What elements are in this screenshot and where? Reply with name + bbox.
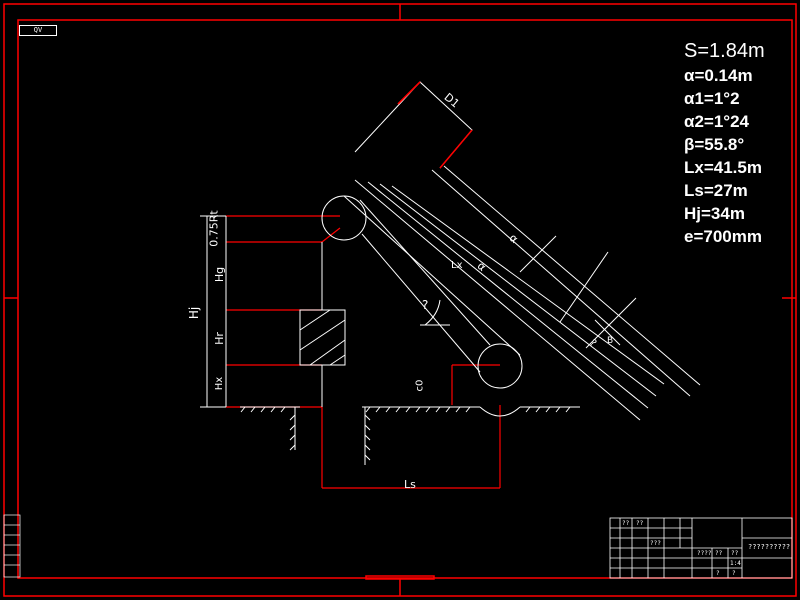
param-beta: β=55.8°: [684, 135, 745, 154]
param-s: S=1.84m: [684, 40, 765, 62]
tower-profile: [226, 215, 501, 489]
title-block-cell-1: ??: [636, 520, 644, 527]
title-block-name: ??????????: [748, 543, 791, 551]
param-alpha2: α2=1°24: [684, 112, 749, 131]
param-alpha1: α1=1°2: [684, 89, 740, 108]
title-block-cell-2: ???: [650, 540, 661, 547]
param-hj: Hj=34m: [684, 204, 745, 223]
label-rt: 0.75Rt: [207, 210, 221, 247]
label-hj: Hj: [187, 306, 202, 320]
boom-head-highlights: [397, 81, 473, 169]
label-ls: Ls: [404, 478, 416, 491]
structure-lines: [200, 81, 701, 465]
param-ls: Ls=27m: [684, 181, 748, 200]
param-lx: Lx=41.5m: [684, 158, 762, 177]
label-lx: Lx: [451, 260, 463, 271]
label-c0: c0: [414, 379, 426, 392]
label-hr: Hr: [212, 332, 226, 345]
title-block-cell-0: ??: [622, 520, 630, 527]
label-hx: Hx: [214, 376, 226, 391]
sheet-frame: [3, 3, 797, 597]
param-e: e=700mm: [684, 227, 762, 246]
title-block-cell-4: ??: [715, 550, 723, 557]
sheet-tag: QV: [19, 25, 57, 36]
title-block: [609, 517, 793, 579]
param-alpha: α=0.14m: [684, 66, 753, 85]
title-block-cell-6: ?: [716, 570, 720, 577]
title-block-cell-3: ????: [697, 550, 712, 557]
title-block-cell-7: ?: [732, 570, 736, 577]
title-block-cell-5: ??: [731, 550, 739, 557]
label-angle-q1: ?: [422, 298, 429, 312]
label-hg: Hg: [213, 266, 227, 283]
left-margin-stamps: [3, 514, 21, 578]
title-block-scale: 1:4: [730, 560, 741, 567]
label-b: B: [607, 336, 614, 346]
